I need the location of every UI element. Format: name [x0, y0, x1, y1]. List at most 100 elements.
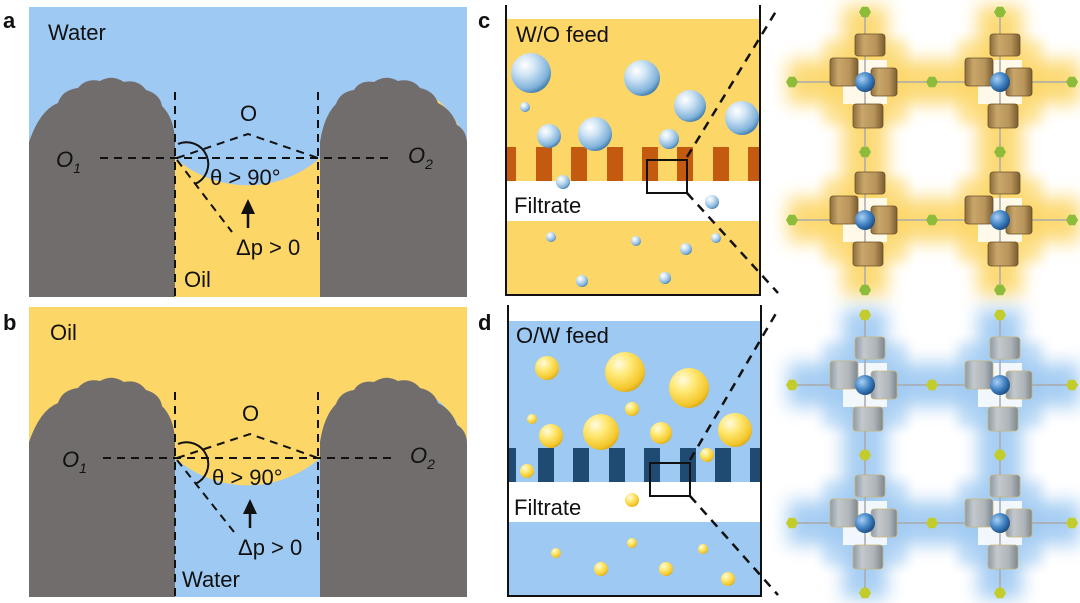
linker-icon [786, 214, 798, 226]
linker-icon [994, 587, 1006, 599]
linker-icon [859, 284, 871, 296]
linker-icon [926, 76, 938, 88]
cyclodextrin-icon [829, 57, 859, 87]
cyclodextrin-icon [829, 498, 859, 528]
molecular-network-water-wetted [786, 309, 1080, 599]
cyclodextrin-icon [829, 360, 859, 390]
cyclodextrin-icon [964, 360, 994, 390]
linker-icon [1066, 379, 1078, 391]
cyclodextrin-icon [989, 336, 1021, 360]
panel-letter-c: c [478, 8, 490, 33]
metal-ion-icon [990, 210, 1010, 230]
linker-icon [926, 379, 938, 391]
linker-icon [1066, 214, 1078, 226]
panel-letter-b: b [3, 310, 16, 335]
linker-icon [859, 6, 871, 18]
top-phase-label: Oil [50, 320, 77, 345]
linker-icon [786, 379, 798, 391]
left-center-label: O1 [56, 147, 81, 176]
center-label: O [242, 401, 259, 426]
linker-icon [859, 449, 871, 461]
panel-b: b Oil Water O θ > 90° Δp > 0 O1 O2 [3, 307, 467, 597]
cyclodextrin-icon [852, 544, 884, 570]
panel-letter-d: d [478, 310, 491, 335]
molecular-network-oil-wetted [786, 6, 1080, 296]
right-center-label: O2 [410, 443, 435, 472]
linker-icon [786, 517, 798, 529]
zoom-line-top [688, 309, 780, 461]
angle-arc [177, 441, 210, 485]
panel-d: d O/W feed Filtrate [478, 305, 780, 597]
cyclodextrin-icon [964, 57, 994, 87]
angle-label: θ > 90° [212, 465, 283, 490]
center-label: O [240, 101, 257, 126]
cyclodextrin-icon [852, 241, 884, 267]
linker-icon [859, 587, 871, 599]
dashed-tangent [176, 159, 233, 233]
linker-icon [859, 146, 871, 158]
metal-ion-icon [855, 72, 875, 92]
linker-icon [1066, 517, 1078, 529]
dashed-radius [176, 132, 319, 159]
cyclodextrin-icon [987, 544, 1019, 570]
top-phase-label: Water [48, 20, 106, 45]
left-pillar [29, 77, 175, 297]
zoom-line-bottom [689, 495, 779, 596]
panel-letter-a: a [3, 8, 16, 33]
zoom-box [646, 159, 688, 194]
panel-c: c W/O feed Filtrate [478, 5, 780, 296]
linker-icon [786, 76, 798, 88]
pressure-label: Δp > 0 [236, 235, 300, 260]
cyclodextrin-icon [964, 498, 994, 528]
feed-label: O/W feed [516, 323, 609, 348]
cyclodextrin-icon [987, 406, 1019, 432]
metal-ion-icon [990, 375, 1010, 395]
cyclodextrin-icon [829, 195, 859, 225]
cyclodextrin-icon [854, 33, 886, 57]
pressure-arrow-icon [241, 199, 255, 214]
linker-icon [994, 146, 1006, 158]
water-droplets [511, 53, 759, 287]
linker-icon [926, 517, 938, 529]
zoom-line-top [685, 7, 780, 158]
membrane [508, 448, 760, 482]
pressure-label: Δp > 0 [238, 535, 302, 560]
cyclodextrin-icon [964, 195, 994, 225]
zoom-box [649, 462, 691, 497]
linker-icon [859, 309, 871, 321]
meniscus [175, 458, 320, 486]
feed-label: W/O feed [516, 22, 609, 47]
linker-icon [994, 449, 1006, 461]
bottom-phase-label: Water [182, 567, 240, 592]
cyclodextrin-icon [987, 103, 1019, 129]
panel-a: a Water Oil O θ > 90° Δp > 0 [3, 7, 467, 297]
angle-arc [177, 141, 210, 185]
membrane [506, 147, 760, 181]
right-pillar [320, 377, 467, 597]
dashed-tangent [176, 459, 235, 533]
cyclodextrin-icon [852, 406, 884, 432]
metal-ion-icon [990, 513, 1010, 533]
cyclodextrin-icon [854, 171, 886, 195]
linker-icon [1066, 76, 1078, 88]
oil-droplets [520, 352, 752, 586]
left-pillar [29, 377, 175, 597]
right-center-label: O2 [408, 143, 433, 172]
right-pillar [320, 77, 467, 297]
dashed-radius [176, 432, 319, 459]
metal-ion-icon [855, 210, 875, 230]
linker-icon [994, 284, 1006, 296]
metal-ion-icon [990, 72, 1010, 92]
bottom-phase-label: Oil [184, 267, 211, 292]
meniscus [175, 158, 320, 186]
filtrate-label: Filtrate [514, 495, 581, 520]
linker-icon [994, 309, 1006, 321]
linker-icon [994, 6, 1006, 18]
zoom-line-bottom [686, 192, 779, 294]
pressure-arrow-icon [243, 499, 257, 514]
metal-ion-icon [855, 375, 875, 395]
left-center-label: O1 [62, 447, 87, 476]
cyclodextrin-icon [852, 103, 884, 129]
cyclodextrin-icon [854, 336, 886, 360]
